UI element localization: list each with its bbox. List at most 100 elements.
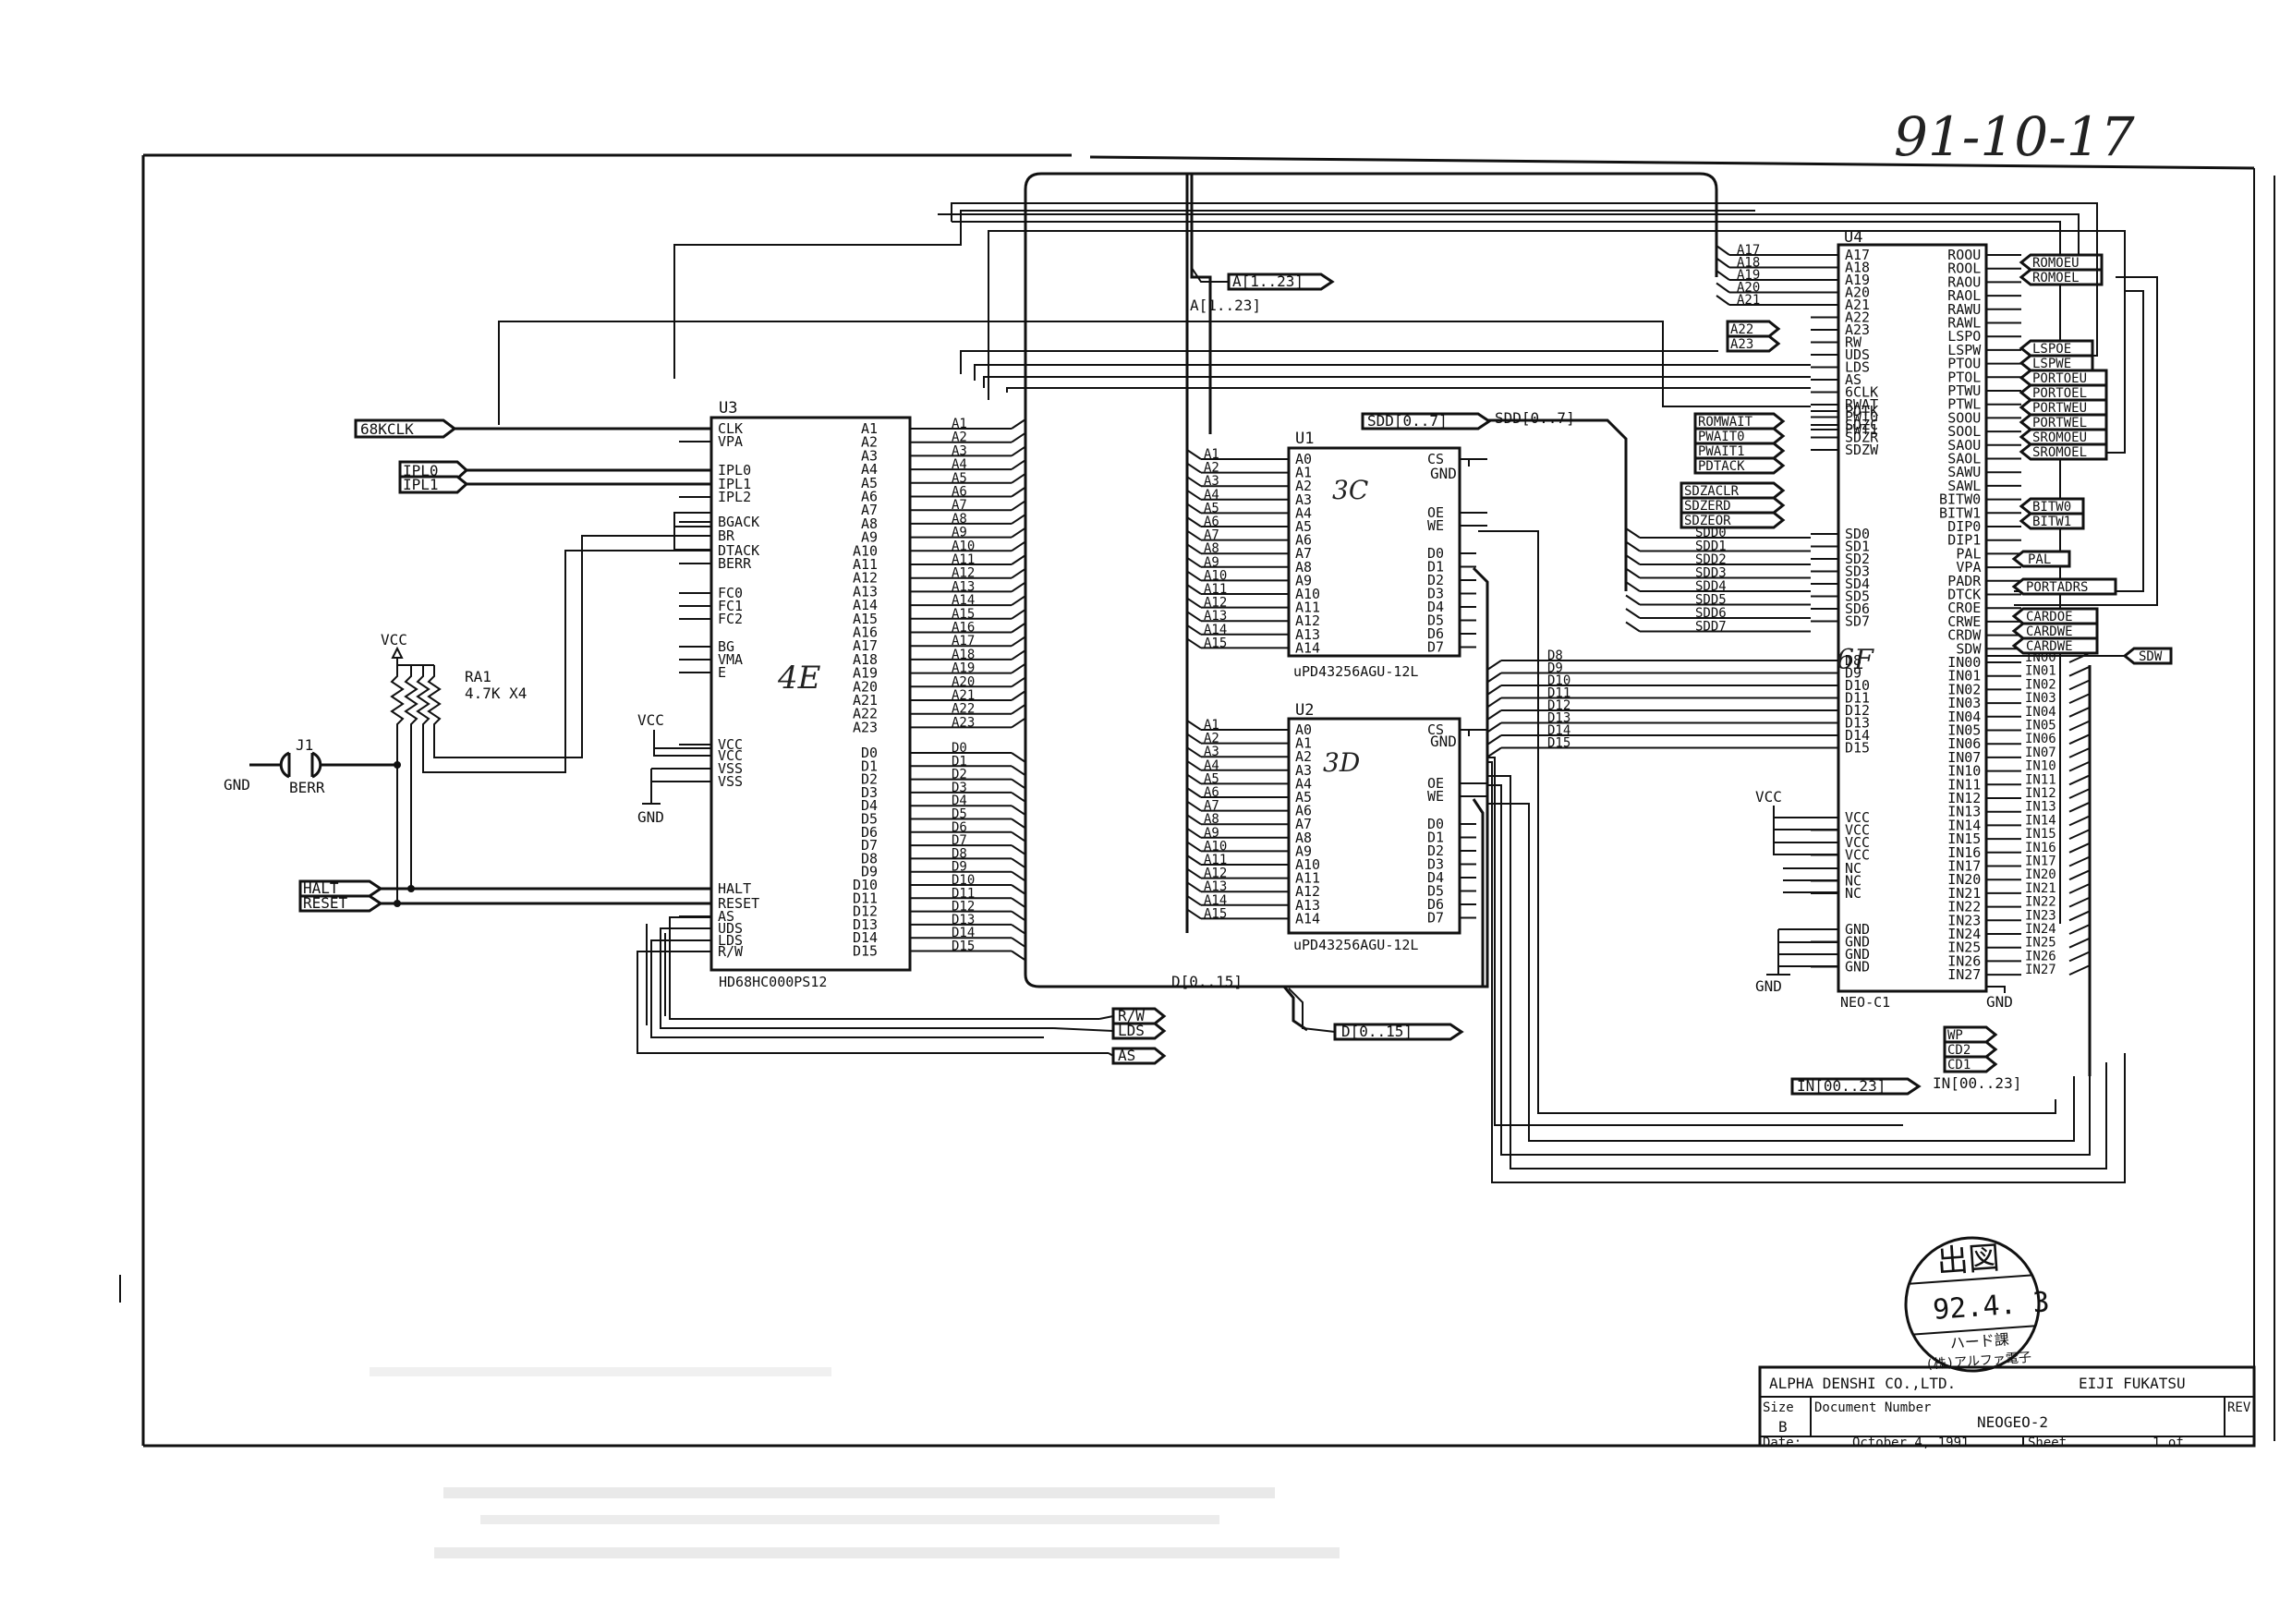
u4-d-net: D10 [1547, 673, 1570, 688]
u3-data-entry [1011, 752, 1026, 763]
svg-text:HALT: HALT [303, 879, 339, 897]
u3-addr-pin: A8 [861, 515, 878, 532]
u3-addr-entry [1011, 472, 1026, 484]
svg-text:PWAIT1: PWAIT1 [1698, 444, 1745, 459]
u4-left-pin: A19 [1845, 272, 1870, 288]
cpu-wire-b [974, 364, 1811, 381]
port-a22[interactable]: A22 [1726, 320, 1781, 338]
u3-pin-label: DTACK [718, 542, 759, 559]
port-cd1[interactable]: CD1 [1943, 1055, 1998, 1073]
port-ipl1[interactable]: IPL1 [398, 475, 711, 494]
port-bitw0[interactable]: BITW0 [2019, 497, 2085, 515]
port-pal[interactable]: PAL [2011, 550, 2071, 568]
u3-addr-net: A2 [952, 430, 967, 445]
sram-addr-entry [1186, 867, 1202, 879]
u4-in-entry [2068, 882, 2091, 894]
u3-pin-label: UDS [718, 920, 743, 937]
u3-addr-pin: A18 [853, 651, 878, 668]
port-reset[interactable]: RESET [298, 894, 711, 913]
port-a23[interactable]: A23 [1726, 334, 1781, 353]
svg-text:PORTOEL: PORTOEL [2032, 386, 2087, 401]
sram-addr-pin: A10 [1295, 586, 1320, 602]
u3-data-net: D2 [952, 768, 967, 782]
port-lspoe[interactable]: LSPOE [2019, 339, 2094, 358]
sram-addr-entry [1186, 516, 1202, 527]
u3-data-pin: D7 [861, 837, 878, 854]
u4-right-pin: RAWL [1947, 315, 1981, 332]
u3-addr-net: A17 [952, 634, 975, 648]
u4-left-pin: SD3 [1845, 564, 1870, 580]
u4-left-pins: A17A18A19A20A21A22A23RWUDSLDSAS6CLKRWATP… [1811, 247, 1982, 983]
port-portwel[interactable]: PORTWEL [2019, 413, 2108, 431]
port-sdzaclr[interactable]: SDZACLR [1680, 481, 1786, 500]
u4-in-net: IN21 [2025, 881, 2056, 896]
svg-text:SDZERD: SDZERD [1684, 499, 1731, 514]
port-sromoel[interactable]: SROMOEL [2019, 442, 2108, 461]
u4-in-entry [2068, 937, 2091, 949]
port-data-bus[interactable]: D[0..15] [1288, 988, 1464, 1041]
port-cardwe-2[interactable]: CARDWE [2011, 636, 2099, 655]
cpu-vcc-label: VCC [637, 711, 664, 729]
u4-right-pin: IN23 [1947, 912, 1981, 928]
port-sdd-bus[interactable]: SDD[0..7] [1361, 412, 1492, 430]
port-pwait0[interactable]: PWAIT0 [1693, 427, 1786, 445]
u4-left-pin: SDZC [1845, 417, 1878, 433]
u4-left-pin: VCC [1845, 809, 1870, 826]
port-romoel[interactable]: ROMOEL [2019, 268, 2104, 286]
u3-addr-entry [1011, 540, 1026, 552]
u4-right-pin: LSPO [1947, 328, 1981, 345]
port-cardoe[interactable]: CARDOE [2011, 607, 2099, 625]
port-sdw[interactable]: SDW [1986, 647, 2173, 665]
u4-right-pin: DTCK [1947, 587, 1981, 603]
port-lds[interactable]: LDS [1052, 1022, 1167, 1040]
port-as[interactable]: AS [1108, 1047, 1167, 1065]
port-romoeu[interactable]: ROMOEU [2019, 253, 2104, 272]
port-cardwe[interactable]: CARDWE [2011, 622, 2099, 640]
u4-in-net: IN27 [2025, 963, 2056, 977]
sram-addr-entry [1186, 584, 1202, 595]
port-rw[interactable]: R/W [1098, 1007, 1167, 1025]
port-sdzerd[interactable]: SDZERD [1680, 496, 1786, 515]
u3-addr-pin: A3 [861, 447, 878, 464]
port-address-bus[interactable]: A[1..23] [1191, 267, 1335, 291]
ra1-vcc-label: VCC [381, 631, 407, 648]
u3-addr-entry [1011, 690, 1026, 701]
u4-in-net: IN03 [2025, 691, 2056, 706]
port-halt[interactable]: HALT [298, 879, 711, 898]
port-portoeu[interactable]: PORTOEU [2019, 369, 2108, 387]
port-portoel[interactable]: PORTOEL [2019, 383, 2108, 402]
sram-addr-net: A7 [1204, 799, 1219, 814]
port-bitw1[interactable]: BITW1 [2019, 512, 2085, 530]
port-pdtack[interactable]: PDTACK [1693, 456, 1786, 475]
u2-gnd-label: GND [1430, 733, 1457, 750]
u4-in-net: IN12 [2025, 786, 2056, 801]
port-68kclk[interactable]: 68KCLK [354, 418, 711, 439]
port-pwait1[interactable]: PWAIT1 [1693, 442, 1786, 460]
u3-data-pin: D0 [861, 745, 878, 761]
u3-pin-label: FC1 [718, 598, 743, 614]
u3-addr-entry [1011, 486, 1026, 498]
u3-addr-entry [1011, 500, 1026, 512]
u4-right-pin: IN11 [1947, 776, 1981, 793]
port-lspwe[interactable]: LSPWE [2019, 354, 2094, 372]
port-ipl0[interactable]: IPL0 [398, 460, 711, 480]
u4-d-net: D9 [1547, 661, 1563, 676]
u4-left-pin: A23 [1845, 321, 1870, 338]
u3-addr-pin: A9 [861, 529, 878, 546]
port-wp[interactable]: WP [1943, 1025, 1998, 1044]
port-cd2[interactable]: CD2 [1943, 1040, 1998, 1059]
port-portweu[interactable]: PORTWEU [2019, 398, 2108, 417]
port-romwait[interactable]: ROMWAIT [1693, 412, 1786, 430]
sdd-entry [1625, 527, 1641, 539]
u3-data-pin: D13 [853, 916, 878, 933]
port-in-bus[interactable]: IN[00..23] [1790, 1077, 1922, 1096]
u3-data-entry [1011, 857, 1026, 869]
sram-addr-pin: A3 [1295, 491, 1312, 508]
u3-addr-net: A7 [952, 498, 967, 513]
port-portadrs[interactable]: PORTADRS [2011, 577, 2117, 596]
port-sdzeor[interactable]: SDZEOR [1680, 511, 1786, 529]
port-sromoeu[interactable]: SROMOEU [2019, 428, 2108, 446]
data-bus-right-u2 [1472, 798, 1485, 987]
sram-addr-entry [1186, 908, 1202, 920]
